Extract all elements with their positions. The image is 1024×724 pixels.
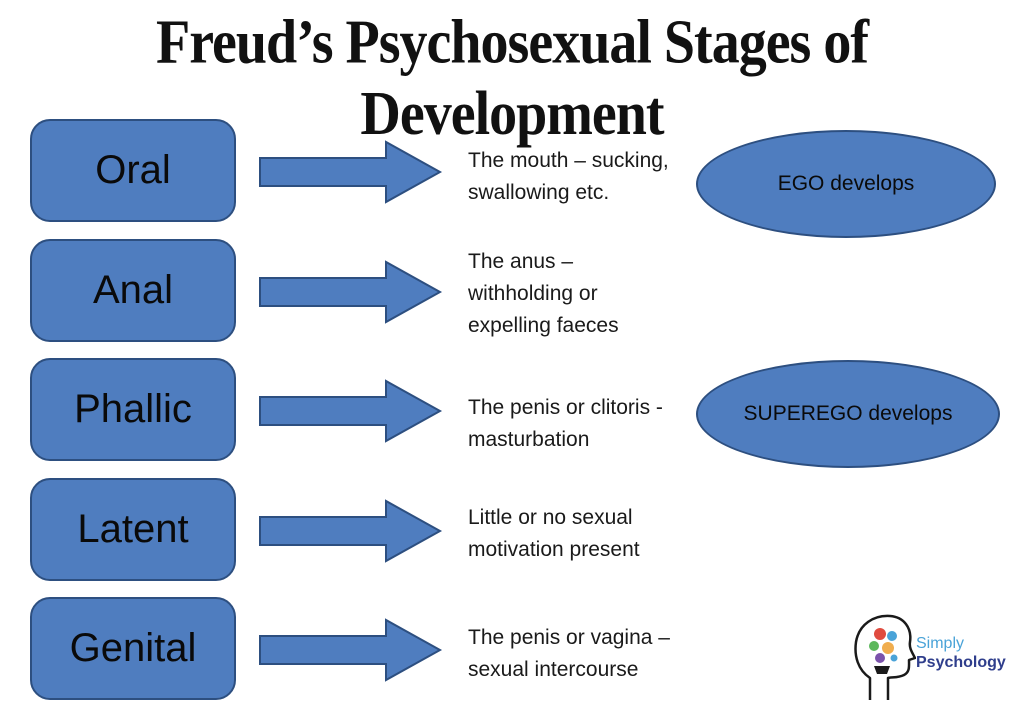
superego-develops-ellipse: SUPEREGO develops bbox=[696, 360, 1000, 468]
head-profile-icon bbox=[854, 614, 916, 700]
description-line: The penis or vagina – bbox=[468, 626, 670, 649]
arrow-right-icon bbox=[259, 379, 443, 443]
description-line: The anus – bbox=[468, 250, 574, 273]
description-line: sexual intercourse bbox=[468, 658, 639, 681]
arrow-right-icon bbox=[259, 499, 443, 563]
description-line: withholding or bbox=[468, 282, 598, 305]
description-line: masturbation bbox=[468, 428, 590, 451]
logo-wordmark: Simply Psychology bbox=[916, 634, 1006, 672]
simply-psychology-logo: Simply Psychology bbox=[852, 612, 1022, 702]
page-title: Freud’s Psychosexual Stages of Developme… bbox=[156, 7, 869, 149]
stage-box-genital: Genital bbox=[30, 597, 236, 700]
description-line: The penis or clitoris - bbox=[468, 396, 663, 419]
stage-box-anal: Anal bbox=[30, 239, 236, 342]
logo-text-psychology: Psychology bbox=[916, 654, 1006, 671]
logo-text-simply: Simply bbox=[916, 635, 965, 652]
arrow-right-icon bbox=[259, 618, 443, 682]
description-line: Little or no sexual bbox=[468, 506, 633, 529]
stage-box-latent: Latent bbox=[30, 478, 236, 581]
stage-description-anal: The anus – withholding or expelling faec… bbox=[468, 246, 698, 342]
stage-description-oral: The mouth – sucking, swallowing etc. bbox=[468, 145, 698, 209]
description-line: expelling faeces bbox=[468, 314, 619, 337]
ego-develops-ellipse: EGO develops bbox=[696, 130, 996, 238]
stage-description-phallic: The penis or clitoris - masturbation bbox=[468, 392, 698, 456]
stage-box-phallic: Phallic bbox=[30, 358, 236, 461]
description-line: swallowing etc. bbox=[468, 181, 610, 204]
arrow-right-icon bbox=[259, 260, 443, 324]
arrow-right-icon bbox=[259, 140, 443, 204]
stage-description-genital: The penis or vagina – sexual intercourse bbox=[468, 622, 698, 686]
description-line: motivation present bbox=[468, 538, 640, 561]
description-line: The mouth – sucking, bbox=[468, 149, 669, 172]
stage-box-oral: Oral bbox=[30, 119, 236, 222]
stage-description-latent: Little or no sexual motivation present bbox=[468, 502, 698, 566]
